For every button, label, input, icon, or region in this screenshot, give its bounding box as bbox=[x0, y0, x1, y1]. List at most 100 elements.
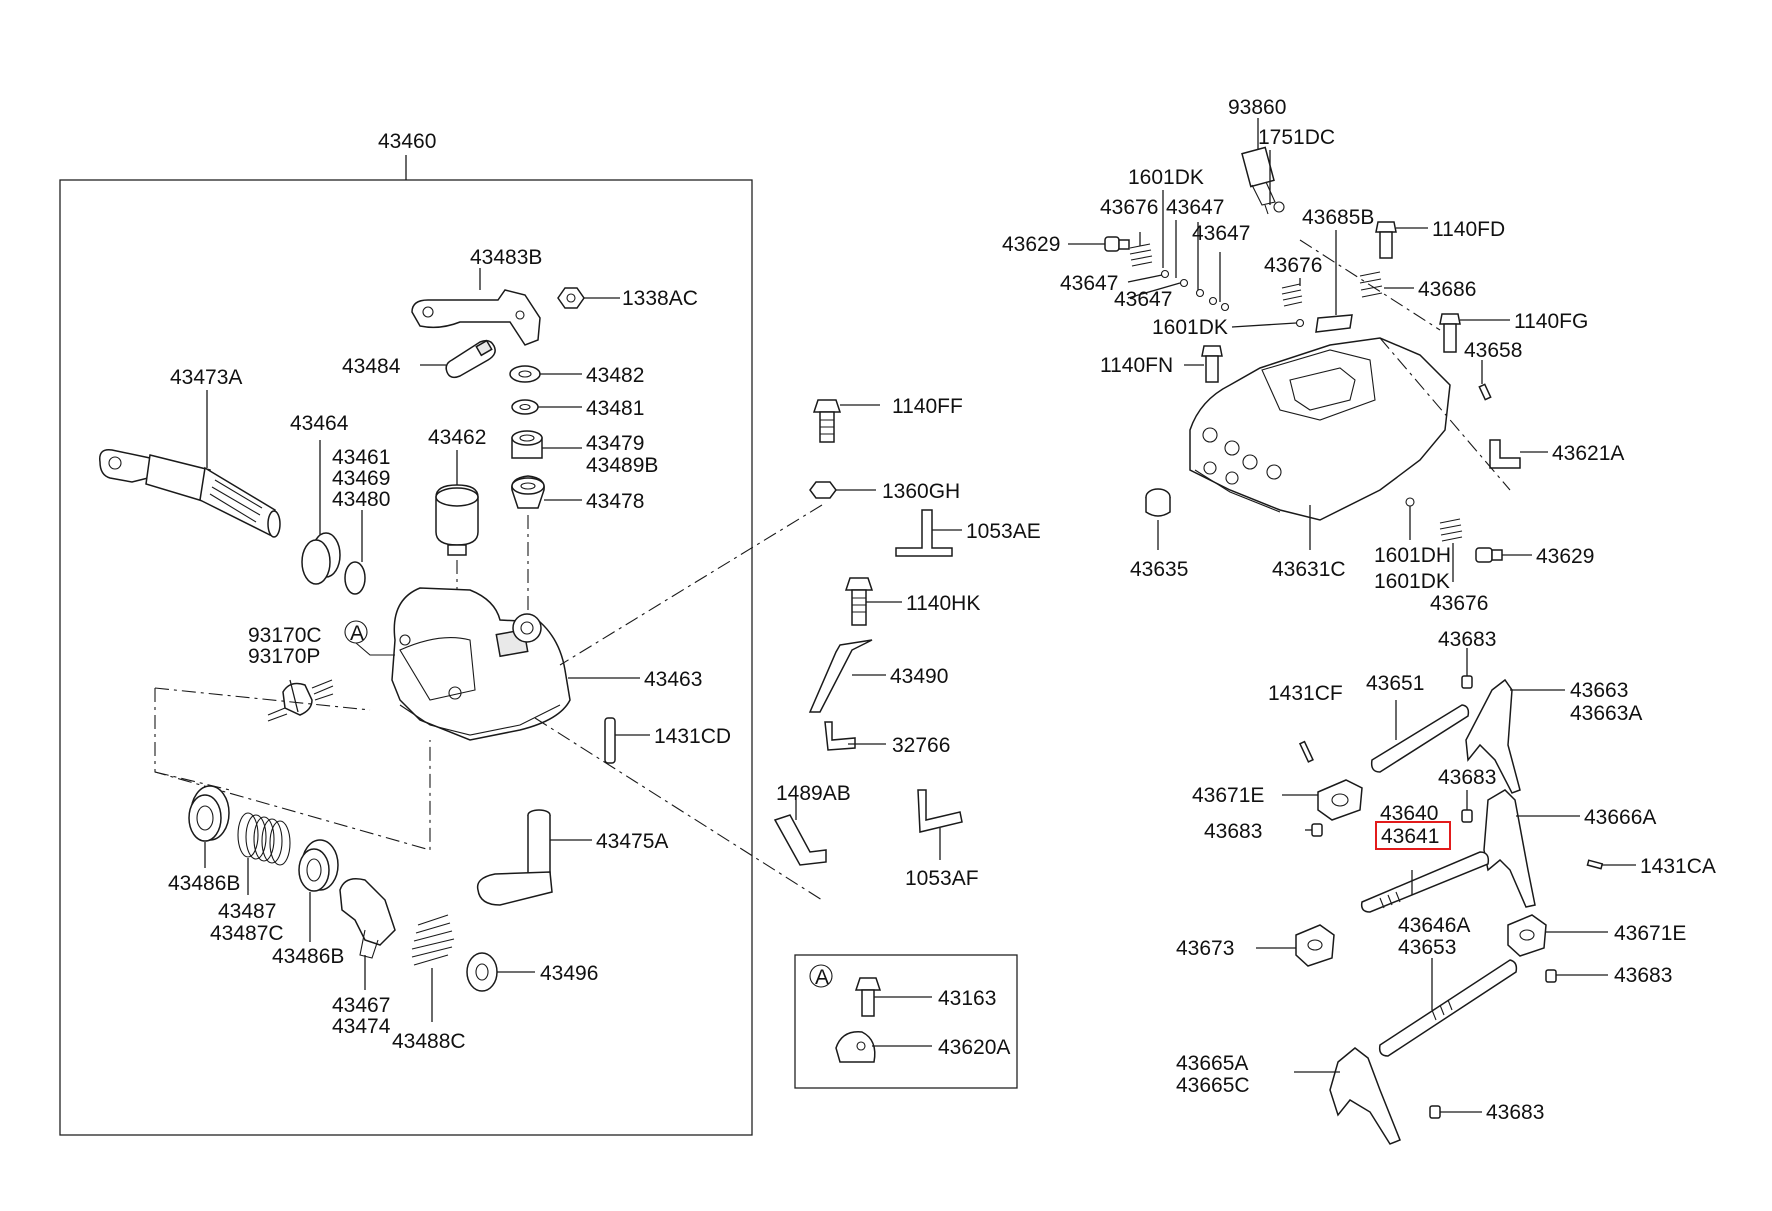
label-43671E-2: 43671E bbox=[1614, 922, 1686, 945]
label-1140FF: 1140FF bbox=[892, 395, 963, 418]
oring-43480 bbox=[344, 561, 366, 595]
label-43651: 43651 bbox=[1366, 672, 1424, 695]
ball-43647-2 bbox=[1195, 288, 1205, 298]
label-1053AE: 1053AE bbox=[966, 520, 1041, 543]
label-1601DH: 1601DH bbox=[1374, 544, 1451, 567]
label-1338AC: 1338AC bbox=[622, 287, 698, 310]
label-1360GH: 1360GH bbox=[882, 480, 960, 503]
label-93170P: 93170P bbox=[248, 645, 320, 668]
label-43464: 43464 bbox=[290, 412, 349, 435]
label-43647-3: 43647 bbox=[1060, 272, 1118, 295]
label-43480: 43480 bbox=[332, 488, 390, 511]
screw-43683-3 bbox=[1311, 823, 1323, 837]
label-43653: 43653 bbox=[1398, 936, 1456, 959]
label-43461: 43461 bbox=[332, 446, 390, 469]
bolt-1140FF bbox=[812, 399, 842, 443]
boot-43478 bbox=[511, 475, 545, 509]
label-43629-2: 43629 bbox=[1536, 545, 1594, 568]
nut-1338AC bbox=[557, 287, 585, 309]
label-93170C: 93170C bbox=[248, 624, 322, 647]
label-43631C: 43631C bbox=[1272, 558, 1346, 581]
part-labels: 43460 43483B 1338AC 43484 43482 43481 43… bbox=[168, 96, 1716, 1124]
highlight-box-43641 bbox=[1375, 821, 1451, 850]
label-43487: 43487 bbox=[218, 900, 276, 923]
bracket-43621A bbox=[1489, 439, 1521, 469]
label-1431CF: 1431CF bbox=[1268, 682, 1343, 705]
label-43683-5: 43683 bbox=[1486, 1101, 1544, 1124]
label-43474: 43474 bbox=[332, 1015, 391, 1038]
label-43683-1: 43683 bbox=[1438, 628, 1496, 651]
washer-43496 bbox=[466, 952, 498, 992]
label-43647-4: 43647 bbox=[1114, 288, 1172, 311]
washer-43482 bbox=[509, 365, 541, 383]
label-43686: 43686 bbox=[1418, 278, 1476, 301]
label-43663A: 43663A bbox=[1570, 702, 1642, 725]
label-43683-3: 43683 bbox=[1204, 820, 1262, 843]
label-1140FN: 1140FN bbox=[1100, 354, 1173, 377]
label-43463: 43463 bbox=[644, 668, 702, 691]
label-1140FD: 1140FD bbox=[1432, 218, 1505, 241]
label-43163: 43163 bbox=[938, 987, 996, 1010]
label-43658: 43658 bbox=[1464, 339, 1522, 362]
bolt-1140FD bbox=[1375, 221, 1397, 259]
detail-frame-a bbox=[794, 954, 1018, 1089]
rod-43653 bbox=[1378, 959, 1518, 1057]
seal-43486B-2 bbox=[298, 839, 339, 892]
callout-a-letter: A bbox=[350, 622, 364, 645]
cap-43462 bbox=[435, 484, 479, 556]
plug-43629-1 bbox=[1104, 236, 1130, 252]
screw-43683-4 bbox=[1545, 969, 1557, 983]
bolt-1140HK bbox=[844, 577, 874, 626]
label-1489AB: 1489AB bbox=[776, 782, 851, 805]
label-43486B-1: 43486B bbox=[168, 872, 240, 895]
ball-43647-4 bbox=[1220, 302, 1230, 312]
spring-43676-3 bbox=[1439, 518, 1463, 542]
label-43490: 43490 bbox=[890, 665, 948, 688]
label-43683-2: 43683 bbox=[1438, 766, 1496, 789]
ball-43647-1 bbox=[1179, 278, 1189, 288]
seal-43479 bbox=[511, 430, 543, 459]
shaft-43473A bbox=[99, 449, 281, 538]
label-1601DK-3: 1601DK bbox=[1374, 570, 1450, 593]
label-43676-1: 43676 bbox=[1100, 196, 1158, 219]
label-43635: 43635 bbox=[1130, 558, 1188, 581]
pin-43658 bbox=[1478, 383, 1492, 401]
fork-43663 bbox=[1465, 678, 1521, 794]
clip-32766 bbox=[824, 721, 856, 751]
label-43462: 43462 bbox=[428, 426, 486, 449]
lever-43483B bbox=[411, 289, 541, 346]
label-1751DC: 1751DC bbox=[1258, 126, 1335, 149]
label-43621A: 43621A bbox=[1552, 442, 1624, 465]
nut-1360GH bbox=[809, 481, 837, 499]
detail-a-letter: A bbox=[815, 966, 829, 989]
label-43486B-2: 43486B bbox=[272, 945, 344, 968]
label-43676-3: 43676 bbox=[1430, 592, 1488, 615]
plate-43685B bbox=[1315, 314, 1353, 333]
spring-43676-1 bbox=[1129, 243, 1153, 267]
label-43665A: 43665A bbox=[1176, 1052, 1248, 1075]
label-43665C: 43665C bbox=[1176, 1074, 1250, 1097]
label-43483B: 43483B bbox=[470, 246, 542, 269]
label-43666A: 43666A bbox=[1584, 806, 1656, 829]
rod-43641 bbox=[1360, 851, 1490, 913]
screw-43683-1 bbox=[1461, 675, 1473, 689]
label-43647-2: 43647 bbox=[1192, 222, 1250, 245]
label-43487C: 43487C bbox=[210, 922, 284, 945]
label-1053AF: 1053AF bbox=[905, 867, 979, 890]
label-43620A: 43620A bbox=[938, 1036, 1010, 1059]
label-43469: 43469 bbox=[332, 467, 390, 490]
block-43671E-2 bbox=[1507, 914, 1547, 957]
fork-43665A bbox=[1329, 1047, 1401, 1145]
plate-43620A bbox=[835, 1031, 876, 1063]
ball-1601DK-2 bbox=[1295, 318, 1305, 328]
fork-43666A bbox=[1483, 789, 1536, 908]
ball-1601DH bbox=[1405, 497, 1415, 507]
ball-1601DK-1 bbox=[1160, 269, 1170, 279]
bracket-1053AF bbox=[917, 789, 963, 833]
bolt-1140FG bbox=[1439, 313, 1461, 353]
plug-43635 bbox=[1145, 488, 1171, 517]
label-43484: 43484 bbox=[342, 355, 401, 378]
screw-43683-2 bbox=[1461, 809, 1473, 823]
bracket-1489AB bbox=[773, 814, 827, 866]
